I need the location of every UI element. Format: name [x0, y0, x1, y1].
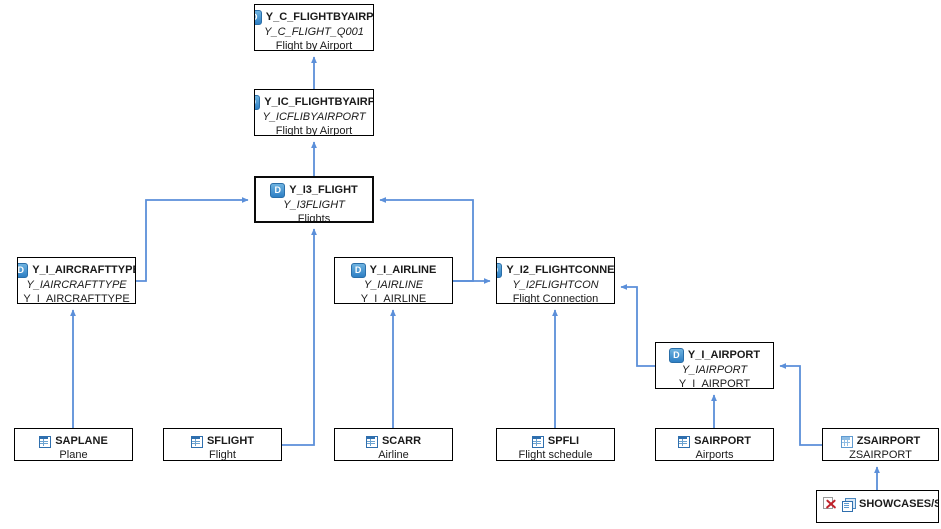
node-y-ic-flightbyairport[interactable]: D Y_IC_FLIGHTBYAIRP... Y_ICFLIBYAIRPORT …	[254, 89, 374, 136]
node-technical-name: Y_IAIRCRAFTTYPE	[26, 279, 127, 291]
node-header: D Y_I3_FLIGHT	[256, 183, 372, 198]
edge-zsairport-to-airport	[779, 363, 822, 446]
node-showcases-sc[interactable]: SHOWCASES/SC...	[816, 490, 939, 523]
node-description: Airports	[695, 449, 734, 461]
node-y-i3-flight[interactable]: D Y_I3_FLIGHT Y_I3FLIGHT Flights	[254, 176, 374, 223]
node-sflight[interactable]: SFLIGHT Flight	[163, 428, 282, 461]
table-icon	[531, 435, 544, 448]
node-name: Y_I3_FLIGHT	[289, 184, 358, 196]
node-name: SAPLANE	[55, 435, 108, 447]
edge-aircrafttype-to-i3	[136, 197, 249, 282]
edge-sflight-to-i3	[282, 228, 317, 446]
node-header: SHOWCASES/SC...	[817, 497, 938, 512]
node-technical-name: Y_IAIRPORT	[681, 364, 748, 376]
node-description: Flights	[297, 213, 331, 223]
node-header: ZSAIRPORT	[823, 435, 938, 448]
node-y-i-airline[interactable]: D Y_I_AIRLINE Y_IAIRLINE Y_I_AIRLINE	[334, 257, 453, 304]
node-y-c-flightbyairport[interactable]: D Y_C_FLIGHTBYAIRP... Y_C_FLIGHT_Q001 Fl…	[254, 4, 374, 51]
node-name: ZSAIRPORT	[856, 435, 921, 447]
node-header: D Y_I_AIRLINE	[335, 263, 452, 278]
node-technical-name: Y_I3FLIGHT	[283, 199, 345, 211]
edge-airport-to-i2	[620, 284, 655, 367]
node-technical-name: Y_I2FLIGHTCON	[512, 279, 599, 291]
node-header: D Y_C_FLIGHTBYAIRP...	[255, 10, 373, 25]
node-name: Y_I_AIRLINE	[369, 264, 437, 276]
node-y-i2-flightconnection[interactable]: D Y_I2_FLIGHTCONNE... Y_I2FLIGHTCON Flig…	[496, 257, 615, 304]
node-description: Flight Connection	[512, 293, 599, 304]
node-description: Y_I_AIRCRAFTTYPE	[23, 293, 130, 304]
node-name: Y_I_AIRCRAFTTYPE	[32, 264, 136, 276]
node-header: SCARR	[335, 435, 452, 448]
node-zsairport[interactable]: ZSAIRPORT ZSAIRPORT	[822, 428, 939, 461]
error-marker-icon	[823, 497, 837, 511]
node-header: SPFLI	[497, 435, 614, 448]
cds-d-icon: D	[270, 183, 286, 198]
node-name: SPFLI	[547, 435, 580, 447]
node-description: Flight schedule	[518, 449, 593, 461]
node-description: ZSAIRPORT	[849, 449, 912, 461]
package-icon	[842, 498, 856, 512]
cds-d-icon: D	[350, 263, 366, 278]
node-header: D Y_I_AIRCRAFTTYPE	[18, 263, 135, 278]
node-name: Y_I_AIRPORT	[687, 349, 761, 361]
node-scarr[interactable]: SCARR Airline	[334, 428, 453, 461]
table-icon	[365, 435, 378, 448]
table-icon	[39, 435, 52, 448]
node-header: D Y_IC_FLIGHTBYAIRP...	[255, 95, 373, 110]
node-y-i-airport[interactable]: D Y_I_AIRPORT Y_IAIRPORT Y_I_AIRPORT	[655, 342, 774, 389]
node-description: Flight	[209, 449, 236, 461]
cds-d-icon: D	[668, 348, 684, 363]
node-header: SAPLANE	[15, 435, 132, 448]
node-description: Flight by Airport	[275, 125, 353, 136]
node-name: SAIRPORT	[694, 435, 751, 447]
node-spfli[interactable]: SPFLI Flight schedule	[496, 428, 615, 461]
cds-d-icon: D	[255, 95, 261, 110]
node-name: SCARR	[381, 435, 422, 447]
node-header: D Y_I2_FLIGHTCONNE...	[497, 263, 614, 278]
node-description: Flight by Airport	[275, 40, 353, 51]
node-name: Y_C_FLIGHTBYAIRP...	[265, 11, 374, 23]
table-icon	[190, 435, 203, 448]
node-description: Plane	[59, 449, 88, 461]
node-header: D Y_I_AIRPORT	[656, 348, 773, 363]
node-name: Y_I2_FLIGHTCONNE...	[506, 264, 615, 276]
cds-d-icon: D	[255, 10, 262, 25]
table-icon	[678, 435, 691, 448]
cds-d-icon: D	[18, 263, 29, 278]
cds-d-icon: D	[497, 263, 503, 278]
node-technical-name: Y_ICFLIBYAIRPORT	[262, 111, 366, 123]
node-technical-name: Y_IAIRLINE	[363, 279, 424, 291]
node-header: SAIRPORT	[656, 435, 773, 448]
node-y-i-aircrafttype[interactable]: D Y_I_AIRCRAFTTYPE Y_IAIRCRAFTTYPE Y_I_A…	[17, 257, 136, 304]
node-name: SHOWCASES/SC...	[859, 497, 938, 510]
node-sairport[interactable]: SAIRPORT Airports	[655, 428, 774, 461]
node-description: Airline	[378, 449, 409, 461]
node-technical-name: Y_C_FLIGHT_Q001	[264, 26, 364, 38]
node-saplane[interactable]: SAPLANE Plane	[14, 428, 133, 461]
view-icon	[840, 435, 853, 448]
node-name: SFLIGHT	[206, 435, 255, 447]
node-description: Y_I_AIRLINE	[360, 293, 427, 304]
node-header: SFLIGHT	[164, 435, 281, 448]
node-description: Y_I_AIRPORT	[678, 378, 751, 389]
node-name: Y_IC_FLIGHTBYAIRP...	[264, 96, 374, 108]
